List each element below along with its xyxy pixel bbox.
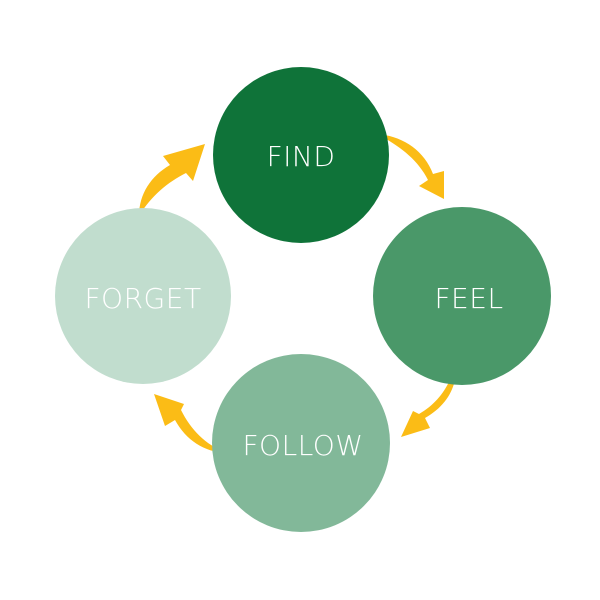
node-feel-circle [373, 207, 551, 385]
arrow-forget-to-find [139, 144, 205, 216]
arrow-follow-to-forget [154, 394, 226, 453]
node-feel: FEEL [373, 207, 551, 385]
arrows-layer [139, 134, 457, 453]
node-follow-label: FOLLOW [242, 429, 363, 462]
node-forget-circle [55, 208, 231, 384]
node-follow: FOLLOW [212, 354, 390, 532]
node-feel-label: FEEL [434, 282, 503, 315]
arrow-feel-to-follow [401, 362, 457, 437]
node-find-circle [213, 67, 389, 243]
node-forget-label: FORGET [84, 282, 201, 315]
node-follow-circle [212, 354, 390, 532]
node-find-label: FIND [267, 140, 336, 173]
node-forget: FORGET [55, 208, 231, 384]
arrow-find-to-feel [377, 134, 444, 199]
node-find: FIND [213, 67, 389, 243]
